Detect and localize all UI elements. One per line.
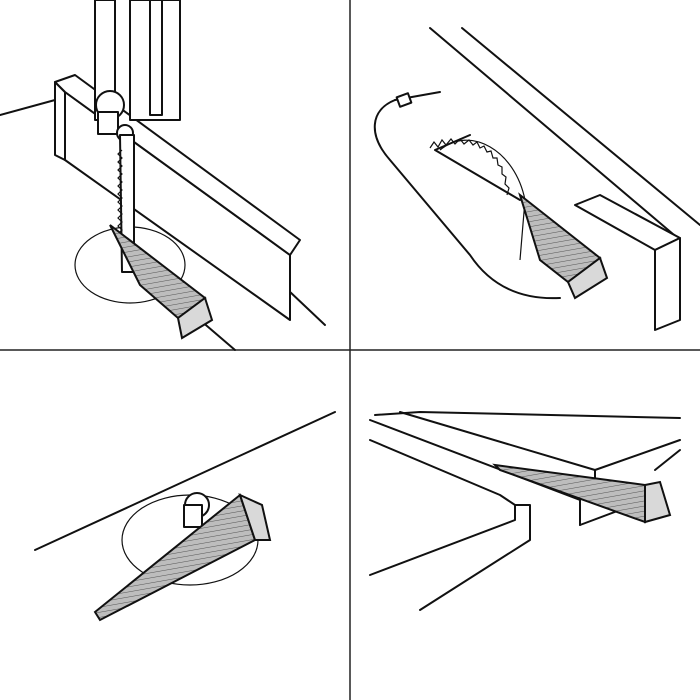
- wedge-end: [176, 296, 214, 340]
- wedge-end: [644, 480, 672, 524]
- wedge-end: [238, 493, 272, 541]
- wedge: [93, 493, 257, 622]
- panel-tablesaw: [373, 27, 700, 331]
- panel-router-table: [34, 411, 336, 622]
- panel-boards: [369, 411, 681, 611]
- wedge: [492, 463, 646, 524]
- panel-bandsaw: [0, 0, 326, 351]
- wedge-end: [566, 256, 609, 300]
